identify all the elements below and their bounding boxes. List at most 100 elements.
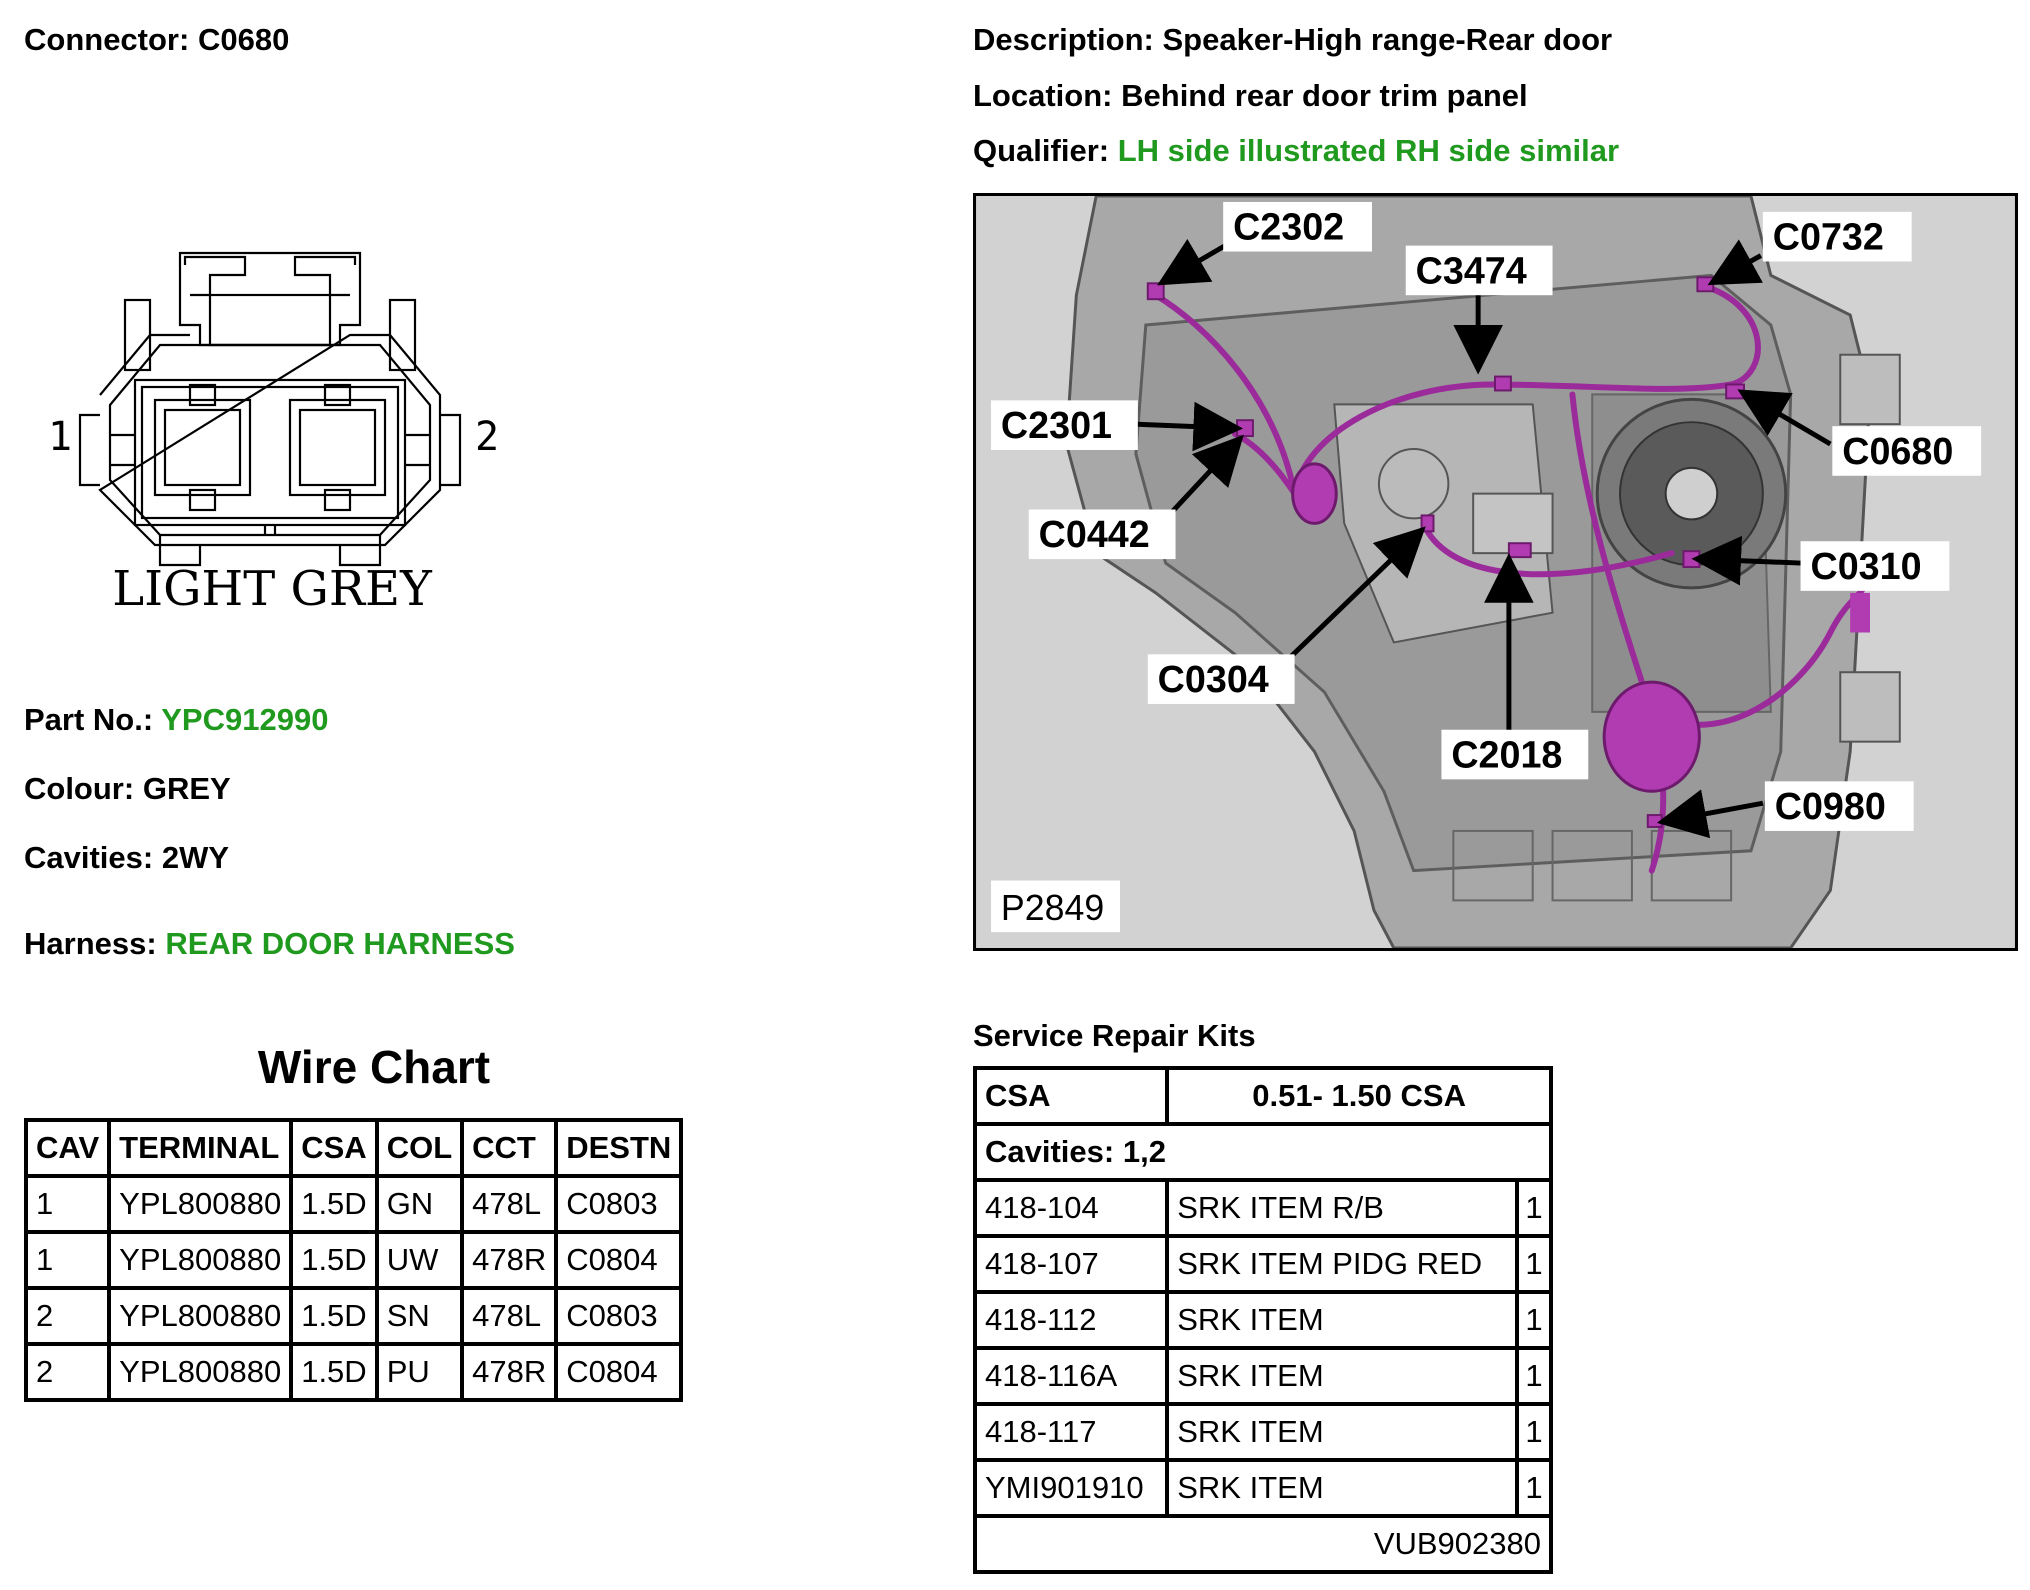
srk-qty: 1 xyxy=(1515,1458,1553,1518)
srk-part: 418-117 xyxy=(972,1402,1170,1462)
cell-destn: C0804 xyxy=(554,1342,684,1402)
srk-part: 418-107 xyxy=(972,1234,1170,1294)
pin-1-label: 1 xyxy=(48,414,72,460)
table-row: 418-117 SRK ITEM 1 xyxy=(972,1402,1553,1462)
table-row: 2 YPL800880 1.5D PU 478R C0804 xyxy=(23,1342,684,1402)
cell-destn: C0804 xyxy=(554,1230,684,1290)
callout-c0442: C0442 xyxy=(1039,513,1150,555)
srk-part: 418-116A xyxy=(972,1346,1170,1406)
door-location-photo: C2302 C3474 C0732 C2301 C0680 C0442 C031… xyxy=(973,193,2018,951)
colour-field: Colour: GREY xyxy=(24,771,231,807)
cell-destn: C0803 xyxy=(554,1174,684,1234)
cell-cav: 1 xyxy=(23,1174,112,1234)
cell-terminal: YPL800880 xyxy=(107,1230,294,1290)
srk-qty: 1 xyxy=(1515,1346,1553,1406)
cell-destn: C0803 xyxy=(554,1286,684,1346)
col-header-cav: CAV xyxy=(23,1118,112,1178)
srk-footer: VUB902380 xyxy=(973,1514,1553,1574)
cell-cct: 478R xyxy=(460,1342,559,1402)
table-row: 1 YPL800880 1.5D UW 478R C0804 xyxy=(23,1230,684,1290)
cavities-field: Cavities: 2WY xyxy=(24,840,229,876)
srk-qty: 1 xyxy=(1515,1234,1553,1294)
table-row: 418-112 SRK ITEM 1 xyxy=(972,1290,1553,1350)
part-no-value: YPC912990 xyxy=(161,702,329,737)
cell-cav: 2 xyxy=(23,1286,112,1346)
harness-value: REAR DOOR HARNESS xyxy=(165,926,515,961)
cell-cav: 1 xyxy=(23,1230,112,1290)
srk-qty: 1 xyxy=(1515,1402,1553,1462)
photo-ref: P2849 xyxy=(1001,888,1104,928)
callout-c0304: C0304 xyxy=(1158,658,1269,700)
srk-footer-row: VUB902380 xyxy=(973,1514,1553,1574)
cell-terminal: YPL800880 xyxy=(107,1174,294,1234)
connector-field: Connector: C0680 xyxy=(24,22,289,58)
harness-field: Harness: REAR DOOR HARNESS xyxy=(24,926,515,962)
connector-face-drawing: 1 2 LIGHT GREY xyxy=(48,251,499,615)
cell-col: SN xyxy=(374,1286,465,1346)
description-label: Description: xyxy=(973,22,1154,57)
cell-csa: 1.5D xyxy=(289,1342,379,1402)
wire-chart-header-row: CAV TERMINAL CSA COL CCT DESTN xyxy=(23,1118,684,1178)
qualifier-value: LH side illustrated RH side similar xyxy=(1117,133,1620,168)
srk-csa-row: CSA 0.51- 1.50 CSA xyxy=(972,1066,1553,1126)
callout-c2302: C2302 xyxy=(1233,206,1344,248)
srk-cavities-row: Cavities: 1,2 xyxy=(973,1122,1553,1182)
location-field: Location: Behind rear door trim panel xyxy=(973,78,1528,114)
qualifier-label: Qualifier: xyxy=(973,133,1110,168)
srk-item: SRK ITEM xyxy=(1165,1346,1519,1406)
srk-part: 418-104 xyxy=(972,1178,1170,1238)
srk-qty: 1 xyxy=(1515,1178,1553,1238)
col-header-cct: CCT xyxy=(460,1118,559,1178)
table-row: 418-116A SRK ITEM 1 xyxy=(972,1346,1553,1406)
srk-qty: 1 xyxy=(1515,1290,1553,1350)
srk-item: SRK ITEM xyxy=(1165,1290,1519,1350)
col-header-col: COL xyxy=(374,1118,465,1178)
col-header-destn: DESTN xyxy=(554,1118,684,1178)
pin-2-label: 2 xyxy=(475,414,499,460)
cell-csa: 1.5D xyxy=(289,1174,379,1234)
callout-c0980: C0980 xyxy=(1775,785,1886,827)
qualifier-field: Qualifier: LH side illustrated RH side s… xyxy=(973,133,1619,169)
callout-c0732: C0732 xyxy=(1773,216,1884,258)
colour-label: Colour: xyxy=(24,771,135,806)
callout-c0680: C0680 xyxy=(1842,430,1953,472)
description-value: Speaker-High range-Rear door xyxy=(1162,22,1613,57)
cell-terminal: YPL800880 xyxy=(107,1286,294,1346)
cell-terminal: YPL800880 xyxy=(107,1342,294,1402)
harness-label: Harness: xyxy=(24,926,157,961)
cell-cct: 478L xyxy=(460,1174,559,1234)
table-row: 418-107 SRK ITEM PIDG RED 1 xyxy=(972,1234,1553,1294)
part-no-label: Part No.: xyxy=(24,702,154,737)
srk-cavities: Cavities: 1,2 xyxy=(973,1122,1553,1182)
service-kits-table: CSA 0.51- 1.50 CSA Cavities: 1,2 418-104… xyxy=(972,1066,1553,1574)
callout-c2018: C2018 xyxy=(1451,733,1562,775)
callout-c3474: C3474 xyxy=(1416,249,1527,291)
cell-col: UW xyxy=(374,1230,465,1290)
table-row: 2 YPL800880 1.5D SN 478L C0803 xyxy=(23,1286,684,1346)
table-row: 1 YPL800880 1.5D GN 478L C0803 xyxy=(23,1174,684,1234)
cell-cct: 478L xyxy=(460,1286,559,1346)
col-header-terminal: TERMINAL xyxy=(107,1118,294,1178)
cavities-value: 2WY xyxy=(161,840,230,875)
srk-part: YMI901910 xyxy=(972,1458,1170,1518)
col-header-csa: CSA xyxy=(289,1118,379,1178)
service-kits-title: Service Repair Kits xyxy=(973,1018,1256,1053)
cavities-label: Cavities: xyxy=(24,840,154,875)
wire-chart-title: Wire Chart xyxy=(257,1041,491,1093)
cell-cct: 478R xyxy=(460,1230,559,1290)
description-field: Description: Speaker-High range-Rear doo… xyxy=(973,22,1612,58)
srk-csa-value: 0.51- 1.50 CSA xyxy=(1165,1066,1553,1126)
connector-value: C0680 xyxy=(197,22,290,57)
srk-item: SRK ITEM R/B xyxy=(1165,1178,1519,1238)
callout-c2301: C2301 xyxy=(1001,404,1112,446)
cell-cav: 2 xyxy=(23,1342,112,1402)
srk-csa-label: CSA xyxy=(972,1066,1170,1126)
srk-item: SRK ITEM PIDG RED xyxy=(1165,1234,1519,1294)
wire-chart-table: CAV TERMINAL CSA COL CCT DESTN 1 YPL8008… xyxy=(23,1118,684,1402)
srk-item: SRK ITEM xyxy=(1165,1458,1519,1518)
srk-part: 418-112 xyxy=(972,1290,1170,1350)
table-row: 418-104 SRK ITEM R/B 1 xyxy=(972,1178,1553,1238)
location-label: Location: xyxy=(973,78,1113,113)
srk-item: SRK ITEM xyxy=(1165,1402,1519,1462)
cell-col: PU xyxy=(374,1342,465,1402)
